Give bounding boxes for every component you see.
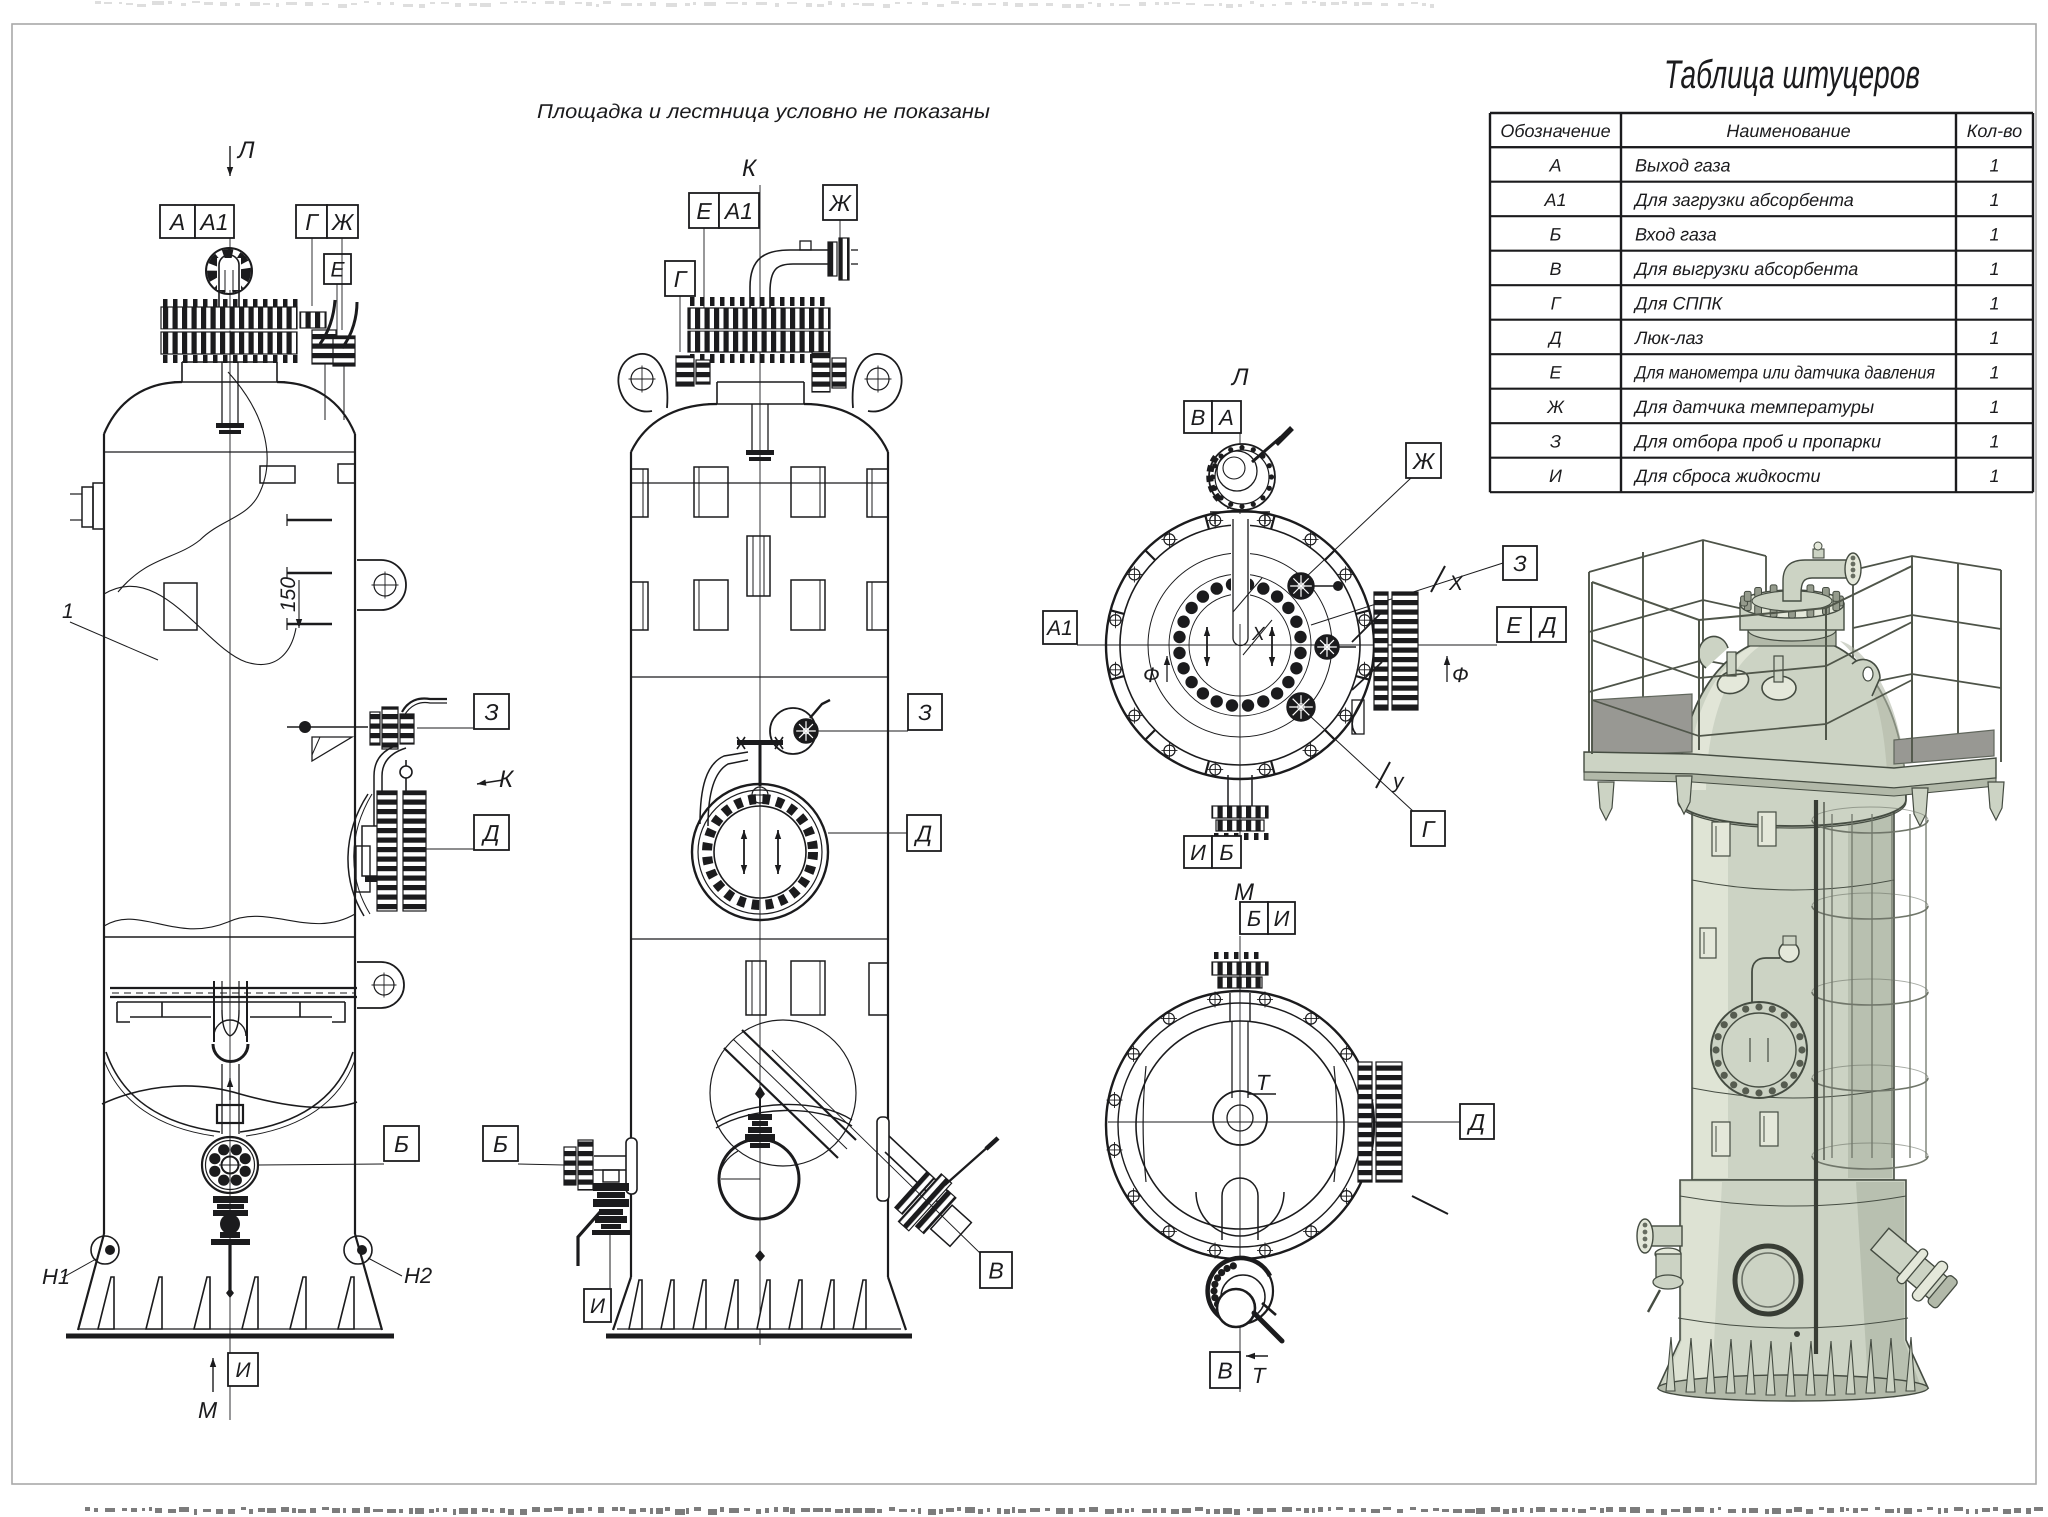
svg-text:Д: Д (1537, 612, 1556, 638)
svg-text:Е: Е (1506, 612, 1522, 638)
svg-text:З: З (1513, 551, 1527, 576)
svg-text:Г: Г (674, 266, 688, 292)
svg-text:Ф: Ф (1452, 664, 1469, 687)
svg-text:А1: А1 (198, 209, 228, 235)
svg-text:В: В (1217, 1357, 1232, 1383)
svg-text:Д: Д (480, 820, 499, 846)
svg-text:К: К (499, 766, 515, 793)
svg-text:Для загрузки абсорбента: Для загрузки абсорбента (1633, 190, 1854, 210)
svg-text:М: М (1234, 879, 1254, 906)
svg-text:Д: Д (1466, 1109, 1485, 1135)
svg-text:Для выгрузки абсорбента: Для выгрузки абсорбента (1633, 259, 1858, 279)
svg-text:Обозначение: Обозначение (1500, 121, 1610, 141)
svg-text:Х: Х (1251, 624, 1266, 645)
svg-text:З: З (484, 699, 498, 725)
svg-text:Б: Б (1247, 906, 1261, 931)
svg-text:Ж: Ж (331, 209, 355, 235)
svg-text:Люк-лаз: Люк-лаз (1634, 328, 1704, 348)
svg-text:Ж: Ж (1546, 397, 1565, 417)
svg-text:А: А (1548, 155, 1561, 175)
svg-text:1: 1 (62, 600, 74, 623)
svg-text:И: И (235, 1359, 251, 1382)
svg-text:И: И (590, 1295, 606, 1318)
svg-text:1: 1 (1989, 224, 1999, 244)
svg-text:Г: Г (1551, 293, 1562, 313)
svg-text:А1: А1 (1045, 617, 1073, 640)
svg-text:З: З (918, 700, 932, 725)
svg-text:1: 1 (1989, 190, 1999, 210)
svg-text:1: 1 (1989, 466, 1999, 486)
svg-text:Ж: Ж (828, 190, 852, 216)
svg-text:Для манометра или датчика давл: Для манометра или датчика давления (1633, 362, 1935, 382)
svg-text:Выход газа: Выход газа (1635, 155, 1730, 175)
svg-text:Н1: Н1 (42, 1264, 70, 1289)
svg-text:Л: Л (1230, 364, 1249, 391)
svg-text:А1: А1 (723, 198, 753, 224)
svg-text:Н2: Н2 (404, 1263, 432, 1288)
svg-text:Е: Е (1549, 362, 1562, 382)
svg-text:Для СППК: Для СППК (1633, 293, 1724, 313)
svg-text:Вход газа: Вход газа (1635, 224, 1717, 244)
svg-text:А1: А1 (1543, 190, 1566, 210)
svg-text:З: З (1550, 431, 1561, 451)
svg-text:1: 1 (1989, 397, 1999, 417)
svg-text:В: В (988, 1257, 1003, 1283)
svg-text:Г: Г (1422, 816, 1436, 842)
svg-text:150: 150 (277, 577, 300, 612)
svg-text:К: К (742, 155, 758, 182)
svg-text:1: 1 (1989, 259, 1999, 279)
svg-text:М: М (198, 1397, 218, 1423)
svg-text:Х: Х (1448, 572, 1464, 595)
svg-text:Т: Т (1256, 1070, 1271, 1095)
svg-text:В: В (1549, 259, 1561, 279)
svg-text:А: А (168, 209, 185, 235)
svg-text:Д: Д (913, 820, 932, 846)
svg-text:Ж: Ж (1412, 448, 1436, 474)
svg-text:Б: Б (1550, 224, 1562, 244)
svg-text:Д: Д (1547, 328, 1562, 348)
svg-text:Т: Т (1252, 1363, 1267, 1388)
svg-text:у: у (1391, 770, 1405, 793)
svg-text:1: 1 (1989, 362, 1999, 382)
svg-text:Таблица штуцеров: Таблица штуцеров (1664, 53, 1920, 97)
svg-text:Кол-во: Кол-во (1967, 121, 2022, 141)
svg-text:В: В (1191, 405, 1206, 430)
svg-text:И: И (1190, 840, 1206, 865)
svg-text:1: 1 (1989, 293, 1999, 313)
svg-text:Б: Б (1219, 840, 1233, 865)
svg-text:Е: Е (696, 198, 712, 224)
svg-text:Наименование: Наименование (1726, 121, 1850, 141)
svg-text:Б: Б (493, 1131, 508, 1157)
svg-text:Для сброса жидкости: Для сброса жидкости (1633, 466, 1820, 486)
svg-text:Площадка и лестница условно: Площадка и лестница условно не показаны (537, 101, 990, 123)
svg-text:И: И (1274, 906, 1290, 931)
svg-text:Для датчика температуры: Для датчика температуры (1633, 397, 1874, 417)
svg-text:Ф: Ф (1143, 664, 1160, 687)
svg-text:А: А (1217, 405, 1234, 430)
svg-text:Для отбора проб и пропарки: Для отбора проб и пропарки (1633, 431, 1881, 451)
svg-text:1: 1 (1989, 155, 1999, 175)
svg-text:Б: Б (394, 1131, 409, 1157)
svg-text:1: 1 (1989, 328, 1999, 348)
svg-text:1: 1 (1989, 431, 1999, 451)
svg-text:Е: Е (330, 259, 345, 282)
svg-text:И: И (1549, 466, 1562, 486)
svg-text:Г: Г (305, 209, 319, 235)
svg-text:Л: Л (236, 137, 255, 164)
